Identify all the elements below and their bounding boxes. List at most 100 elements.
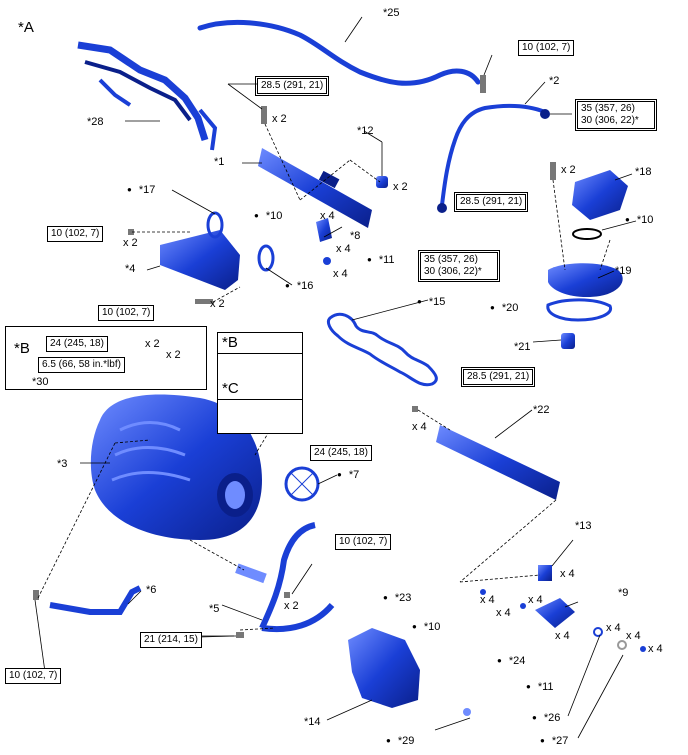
torque-box-8: 28.5 (291, 21): [460, 367, 536, 387]
cover-part-14: [348, 628, 420, 708]
legend-b-torque-a: 24 (245, 18): [46, 336, 108, 352]
callout-4: *4: [125, 263, 136, 275]
legend-b-footnote: *30: [32, 376, 49, 388]
qty-7: x 2: [561, 164, 576, 176]
injector-part-9: [535, 598, 575, 628]
qty-6: x 2: [210, 298, 225, 310]
qty-1: x 2: [272, 113, 287, 125]
part-12: [376, 176, 388, 188]
view-label: *A: [18, 19, 34, 36]
legend-bc-divider-2: [218, 399, 302, 400]
callout-21: *21: [514, 341, 531, 353]
callout-11b: *11: [526, 681, 554, 694]
ring-part-23: [480, 589, 486, 595]
ring-part-27: [640, 646, 646, 652]
qty-17: x 4: [496, 607, 511, 619]
callout-29: *29: [386, 735, 415, 748]
clamp-part-13: [538, 565, 552, 581]
pipe-part-6: [49, 585, 142, 615]
callout-5: *5: [209, 603, 220, 615]
torque-box-9: 24 (245, 18): [310, 445, 372, 461]
torque-box-4: 28.5 (291, 21): [453, 192, 529, 212]
callout-7: *7: [337, 469, 359, 482]
callout-12: *12: [357, 125, 374, 137]
ring-part-24: [520, 603, 526, 609]
qty-21: x 4: [648, 643, 663, 655]
qty-5: x 2: [123, 237, 138, 249]
part-29: [463, 708, 471, 716]
callout-19: *19: [615, 265, 632, 277]
pipe-part-4: [160, 230, 240, 290]
callout-6: *6: [146, 584, 157, 596]
torque-box-6: 10 (102, 7): [98, 305, 155, 321]
callout-13: *13: [575, 520, 592, 532]
callout-2: *2: [549, 75, 560, 87]
qty-15: x 4: [480, 594, 495, 606]
legend-bc-box: *B *C: [217, 332, 303, 434]
qty-18: x 4: [555, 630, 570, 642]
torque-box-7: 35 (357, 26) 30 (306, 22)*: [418, 250, 500, 282]
torque-box-1: 28.5 (291, 21): [254, 76, 330, 96]
part-11a: [323, 257, 331, 265]
qty-13: x 2: [284, 600, 299, 612]
callout-15: *15: [417, 296, 446, 309]
callout-27: *27: [540, 735, 569, 748]
fuel-pump-part-18: [572, 170, 628, 240]
legend-bc-b-title: *B: [222, 334, 238, 351]
lifter-housing-part-19: [548, 263, 623, 298]
legend-b-qty-b: x 2: [166, 349, 181, 361]
qty-14: x 4: [560, 568, 575, 580]
legend-bc-divider-1: [218, 353, 302, 354]
callout-24: *24: [497, 655, 526, 668]
callout-17: *17: [127, 184, 156, 197]
qty-12: x 4: [412, 421, 427, 433]
ring-part-17: [206, 211, 224, 239]
torque-box-5: 10 (102, 7): [47, 226, 104, 242]
callout-14: *14: [304, 716, 321, 728]
qty-4: x 4: [336, 243, 351, 255]
legend-bc-c-title: *C: [222, 380, 239, 397]
pipe-part-5: [259, 522, 335, 633]
callout-3: *3: [57, 458, 68, 470]
callout-10b: *10: [625, 214, 654, 227]
hose-part-25: [197, 19, 481, 86]
intake-gasket-part-15: [326, 312, 438, 387]
qty-19: x 4: [606, 622, 621, 634]
callout-23: *23: [383, 592, 412, 605]
torque-box-11: 10 (102, 7): [5, 668, 62, 684]
callout-1: *1: [214, 156, 225, 168]
qty-2: x 2: [393, 181, 408, 193]
ring-part-16: [257, 244, 275, 272]
legend-b-torque-b: 6.5 (66, 58 in.*lbf): [38, 357, 125, 373]
fuel-pipe-part-2: [440, 103, 546, 206]
qty-3: x 4: [320, 210, 335, 222]
torque-box-3-line1: 35 (357, 26): [581, 103, 635, 114]
legend-b-qty-a: x 2: [145, 338, 160, 350]
callout-16: *16: [285, 280, 314, 293]
callout-18: *18: [635, 166, 652, 178]
torque-box-2: 10 (102, 7): [518, 40, 575, 56]
callout-10a: *10: [254, 210, 283, 223]
callout-11a: *11: [367, 254, 395, 267]
fuel-rail-part-22: [436, 425, 560, 500]
torque-box-12: 21 (214, 15): [140, 632, 202, 648]
ring-part-26: [617, 640, 627, 650]
fuel-rail-part-1: [258, 148, 372, 228]
torque-box-7-line1: 35 (357, 26): [424, 254, 478, 265]
callout-26: *26: [532, 712, 561, 725]
wire-harness-part-28: [77, 41, 218, 151]
callout-22: *22: [533, 404, 550, 416]
qty-20: x 4: [626, 630, 641, 642]
torque-box-3-line2: 30 (306, 22)*: [581, 115, 639, 126]
callout-10c: *10: [412, 621, 441, 634]
gasket-part-20: [546, 298, 613, 322]
legend-b-title: *B: [14, 340, 30, 357]
part-21: [561, 333, 575, 349]
injector-part-8: [316, 218, 332, 242]
torque-box-7-line2: 30 (306, 22)*: [424, 266, 482, 277]
legend-b-box: *B 24 (245, 18) x 2 6.5 (66, 58 in.*lbf)…: [5, 326, 207, 390]
callout-28: *28: [87, 116, 104, 128]
qty-4b: x 4: [333, 268, 348, 280]
torque-box-3: 35 (357, 26) 30 (306, 22)*: [575, 99, 657, 131]
callout-20: *20: [490, 302, 519, 315]
